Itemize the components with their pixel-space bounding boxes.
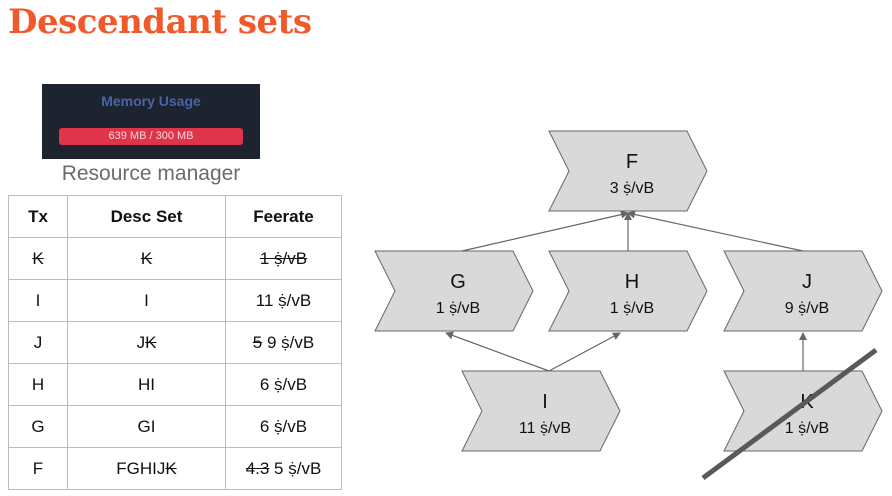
tx-id: K	[32, 248, 44, 268]
node-label: H	[625, 271, 639, 293]
node-shape	[548, 130, 708, 212]
cell-tx: K	[8, 237, 68, 280]
memory-usage-title: Memory Usage	[101, 93, 201, 109]
node-shape	[461, 370, 621, 452]
feerate-old: 4.3	[245, 458, 270, 478]
node-h: H 1 ṩ/vB	[548, 250, 708, 332]
edge-i-to-h	[548, 332, 621, 372]
resource-manager-label: Resource manager	[61, 162, 241, 185]
cell-desc-set: FGHIJK	[67, 447, 226, 490]
cell-feerate: 5 9 ṩ/vB	[225, 321, 342, 364]
tx-id: F	[32, 458, 44, 478]
node-label: J	[802, 271, 812, 293]
table-header-row: Tx Desc Set Feerate	[8, 195, 342, 238]
cell-tx: H	[8, 363, 68, 406]
edge-i-to-g	[445, 331, 550, 372]
node-k: K1 ṩ/vB	[723, 370, 883, 452]
desc-set-removed-member: K	[165, 458, 177, 478]
tx-id: I	[35, 290, 41, 310]
cell-feerate: 4.3 5 ṩ/vB	[225, 447, 342, 490]
desc-set-members: FGHIJ	[116, 458, 166, 478]
edge-g-to-f	[461, 210, 629, 252]
node-i: I 11 ṩ/vB	[461, 370, 621, 452]
feerate-value: 9 ṩ/vB	[262, 332, 315, 352]
node-feerate: 9 ṩ/vB	[785, 300, 829, 317]
cell-feerate: 6 ṩ/vB	[225, 363, 342, 406]
cell-tx: F	[8, 447, 68, 490]
feerate-value: 6 ṩ/vB	[259, 416, 308, 436]
cell-desc-set: I	[67, 279, 226, 322]
cell-feerate: 11 ṩ/vB	[225, 279, 342, 322]
cell-desc-set: K	[67, 237, 226, 280]
node-shape	[374, 250, 534, 332]
node-feerate: 1 ṩ/vB	[785, 420, 829, 437]
node-label: G	[450, 271, 466, 293]
tx-id: H	[31, 374, 45, 394]
tx-id: G	[31, 416, 45, 436]
node-f: F 3 ṩ/vB	[548, 130, 708, 212]
node-feerate: 3 ṩ/vB	[610, 180, 654, 197]
node-j: J 9 ṩ/vB	[723, 250, 883, 332]
node-label: I	[542, 391, 548, 413]
feerate-old: 1 ṩ/vB	[259, 248, 308, 268]
feerate-old: 5	[252, 332, 263, 352]
node-feerate: 1 ṩ/vB	[436, 300, 480, 317]
desc-set-removed-member: K	[145, 332, 157, 352]
desc-set-members: J	[136, 332, 146, 352]
memory-usage-panel: Memory Usage 639 MB / 300 MB	[42, 84, 260, 159]
k-cross-out-line	[701, 347, 878, 481]
node-label: F	[626, 151, 638, 173]
page-title: Descendant sets	[8, 2, 312, 42]
node-shape	[548, 250, 708, 332]
feerate-value: 5 ṩ/vB	[269, 458, 322, 478]
memory-usage-bar: 639 MB / 300 MB	[59, 128, 243, 145]
table-row: G GI 6 ṩ/vB	[8, 405, 342, 448]
cell-tx: J	[8, 321, 68, 364]
node-feerate: 11 ṩ/vB	[519, 420, 571, 437]
desc-set-removed-member: K	[140, 248, 153, 268]
feerate-value: 6 ṩ/vB	[259, 374, 308, 394]
desc-set-members: GI	[137, 416, 156, 436]
node-shape	[723, 250, 883, 332]
cell-desc-set: JK	[67, 321, 226, 364]
edge-j-to-f	[627, 210, 804, 252]
desc-set-members: I	[144, 290, 149, 310]
header-desc-set: Desc Set	[67, 195, 226, 238]
tx-id: J	[33, 332, 43, 352]
header-feerate: Feerate	[225, 195, 342, 238]
desc-set-members: HI	[138, 374, 155, 394]
node-feerate: 1 ṩ/vB	[610, 300, 654, 317]
feerate-value: 11 ṩ/vB	[255, 290, 312, 310]
node-g: G 1 ṩ/vB	[374, 250, 534, 332]
